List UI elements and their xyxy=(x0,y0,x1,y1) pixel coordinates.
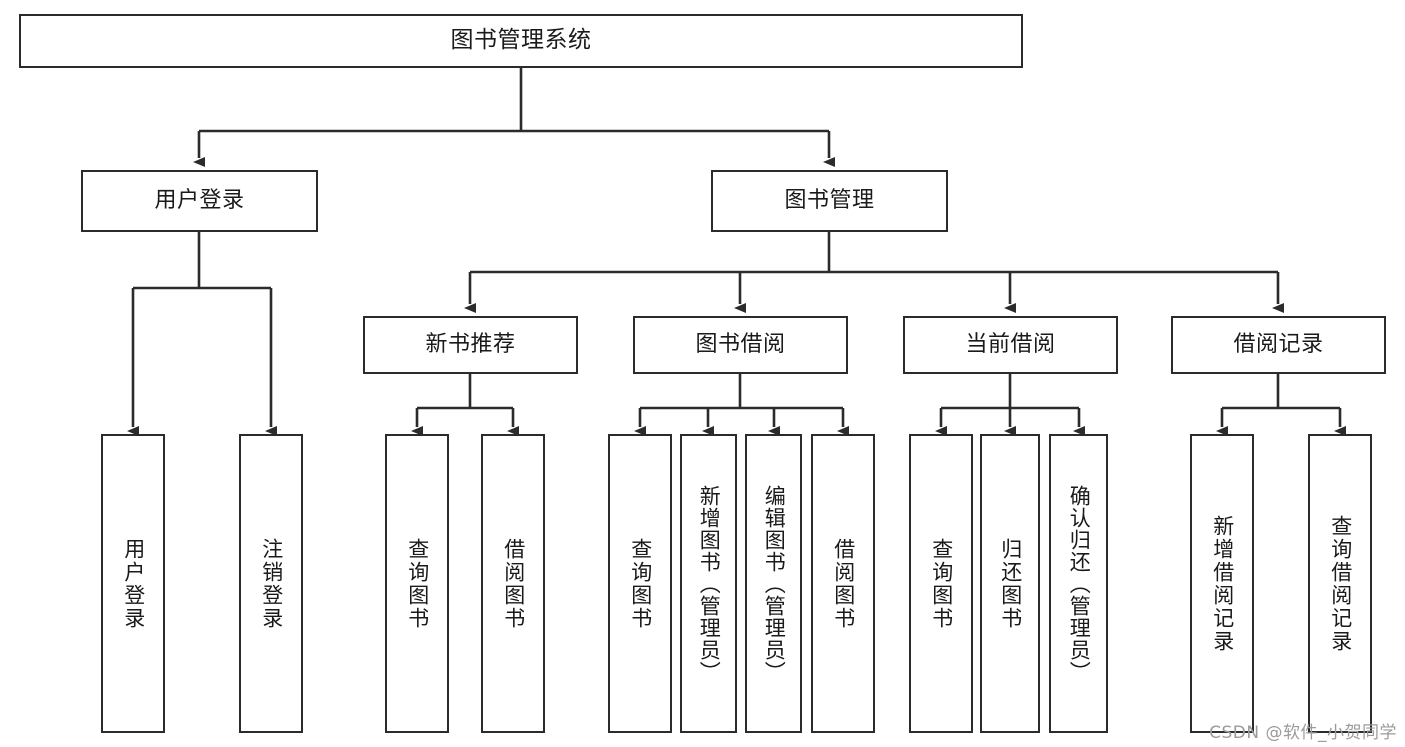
leaf-return-book[interactable]: 归还图书 xyxy=(980,434,1040,733)
node-label: 图书借阅 xyxy=(695,332,786,358)
node-label: 用户登录 xyxy=(121,537,146,630)
node-user-login[interactable]: 用户登录 xyxy=(81,170,318,232)
node-label: 查询图书 xyxy=(929,537,954,630)
node-label: 当前借阅 xyxy=(965,332,1056,358)
node-label: 查询图书 xyxy=(405,537,430,630)
leaf-borrow-book-new[interactable]: 借阅图书 xyxy=(481,434,545,733)
node-root-system[interactable]: 图书管理系统 xyxy=(19,14,1023,68)
leaf-add-book-admin[interactable]: 新增图书（管理员） xyxy=(680,434,737,733)
node-label: 注销登录 xyxy=(259,537,284,630)
node-label: 图书管理 xyxy=(784,188,875,214)
leaf-query-book-new[interactable]: 查询图书 xyxy=(385,434,449,733)
node-label: 新增借阅记录 xyxy=(1210,514,1235,653)
leaf-logout[interactable]: 注销登录 xyxy=(239,434,303,733)
node-label: 编辑图书（管理员） xyxy=(762,484,787,683)
node-book-borrow[interactable]: 图书借阅 xyxy=(633,316,848,374)
node-new-book-recommend[interactable]: 新书推荐 xyxy=(363,316,578,374)
node-current-borrow[interactable]: 当前借阅 xyxy=(903,316,1118,374)
leaf-confirm-return-admin[interactable]: 确认归还（管理员） xyxy=(1049,434,1108,733)
leaf-query-borrow-record[interactable]: 查询借阅记录 xyxy=(1308,434,1372,733)
watermark-text: CSDN @软件_小贺同学 xyxy=(1209,723,1397,743)
node-label: 用户登录 xyxy=(154,188,245,214)
leaf-user-login[interactable]: 用户登录 xyxy=(101,434,165,733)
node-label: 确认归还（管理员） xyxy=(1067,484,1092,683)
node-label: 新书推荐 xyxy=(425,332,516,358)
leaf-edit-book-admin[interactable]: 编辑图书（管理员） xyxy=(745,434,802,733)
node-label: 借阅记录 xyxy=(1233,332,1324,358)
leaf-add-borrow-record[interactable]: 新增借阅记录 xyxy=(1190,434,1254,733)
leaf-borrow-book[interactable]: 借阅图书 xyxy=(811,434,875,733)
node-book-management[interactable]: 图书管理 xyxy=(711,170,948,232)
node-label: 新增图书（管理员） xyxy=(697,484,722,683)
leaf-query-book-current[interactable]: 查询图书 xyxy=(909,434,973,733)
node-label: 查询图书 xyxy=(628,537,653,630)
node-label: 查询借阅记录 xyxy=(1328,514,1353,653)
node-label: 借阅图书 xyxy=(501,537,526,630)
node-label: 借阅图书 xyxy=(831,537,856,630)
node-label: 归还图书 xyxy=(998,537,1023,630)
leaf-query-book-borrow[interactable]: 查询图书 xyxy=(608,434,672,733)
node-label: 图书管理系统 xyxy=(450,27,592,54)
node-borrow-records[interactable]: 借阅记录 xyxy=(1171,316,1386,374)
